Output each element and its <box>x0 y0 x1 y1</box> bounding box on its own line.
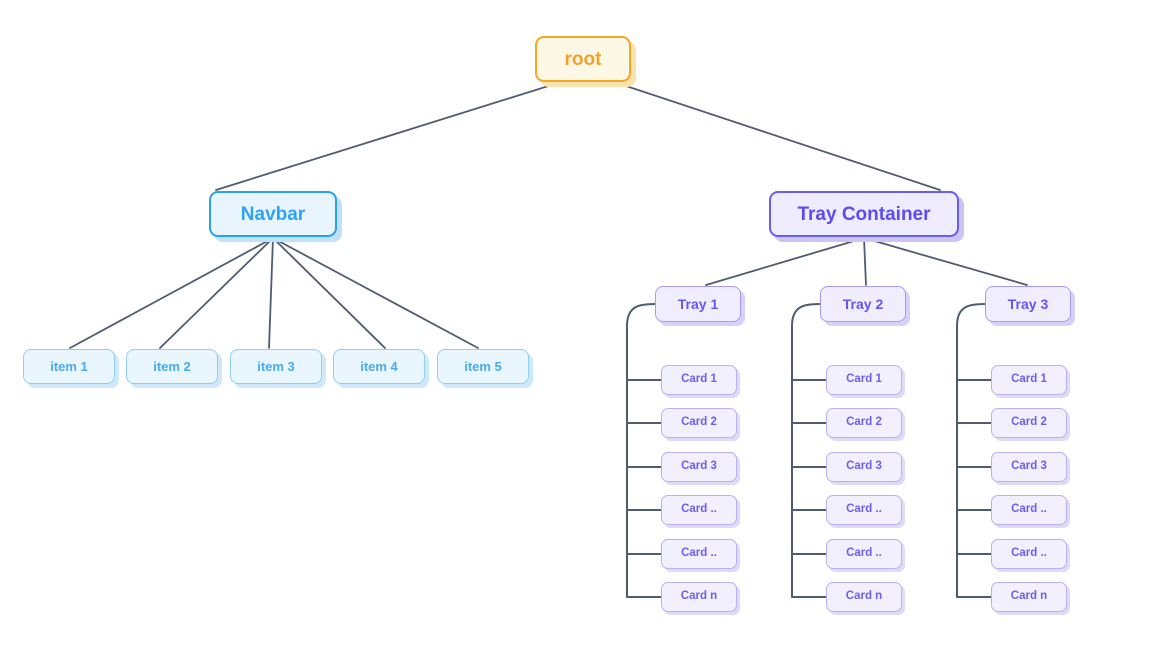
node-tray-2-card-3[interactable]: Card 3 <box>826 452 902 482</box>
edge-navbar-item-4 <box>272 237 386 349</box>
node-tray-2-card-1[interactable]: Card 1 <box>826 365 902 395</box>
node-tray-1-card-4[interactable]: Card .. <box>661 495 737 525</box>
node-tray-1-card-3-label: Card 3 <box>681 460 717 473</box>
node-nav-item-1-label: item 1 <box>50 359 88 374</box>
node-tray-3-card-1[interactable]: Card 1 <box>991 365 1067 395</box>
node-tray-1-card-5-label: Card .. <box>681 547 717 560</box>
node-tray-2-card-2[interactable]: Card 2 <box>826 408 902 438</box>
node-root-label: root <box>564 48 602 70</box>
node-nav-item-4[interactable]: item 4 <box>333 349 425 384</box>
node-tray-3-card-5[interactable]: Card .. <box>991 539 1067 569</box>
node-tray-2-card-5[interactable]: Card .. <box>826 539 902 569</box>
node-tray-3-card-1-label: Card 1 <box>1011 373 1047 386</box>
edge-root-child-2 <box>616 82 941 191</box>
node-tray-1-label: Tray 1 <box>677 296 719 312</box>
node-tray-1-card-2[interactable]: Card 2 <box>661 408 737 438</box>
edge-navbar-item-5 <box>272 237 479 349</box>
node-tray-1-card-6[interactable]: Card n <box>661 582 737 612</box>
node-tray-2-card-4[interactable]: Card .. <box>826 495 902 525</box>
node-nav-item-1[interactable]: item 1 <box>23 349 115 384</box>
edge-traycontainer-tray-2 <box>863 237 867 286</box>
node-tray-3-card-3[interactable]: Card 3 <box>991 452 1067 482</box>
trunk-tray-1 <box>626 303 656 597</box>
node-tray-2-card-4-label: Card .. <box>846 503 882 516</box>
node-tray-container-label: Tray Container <box>797 203 931 225</box>
node-tray-1[interactable]: Tray 1 <box>655 286 741 322</box>
node-tray-3-card-6[interactable]: Card n <box>991 582 1067 612</box>
node-tray-3-card-2-label: Card 2 <box>1011 416 1047 429</box>
node-tray-2-card-3-label: Card 3 <box>846 460 882 473</box>
node-tray-1-card-3[interactable]: Card 3 <box>661 452 737 482</box>
edge-traycontainer-tray-1 <box>705 237 865 286</box>
edge-navbar-item-1 <box>69 237 274 349</box>
node-tray-3-card-6-label: Card n <box>1010 590 1048 603</box>
node-tray-3[interactable]: Tray 3 <box>985 286 1071 322</box>
node-tray-3-card-4-label: Card .. <box>1011 503 1047 516</box>
node-tray-container[interactable]: Tray Container <box>769 191 959 237</box>
node-tray-3-card-3-label: Card 3 <box>1011 460 1047 473</box>
edge-navbar-item-2 <box>159 237 274 349</box>
node-tray-1-card-1-label: Card 1 <box>681 373 717 386</box>
edge-root-child-1 <box>215 82 559 191</box>
node-tray-2-label: Tray 2 <box>842 296 884 312</box>
node-tray-3-card-5-label: Card .. <box>1011 547 1047 560</box>
node-tray-1-card-5[interactable]: Card .. <box>661 539 737 569</box>
node-navbar[interactable]: Navbar <box>209 191 337 237</box>
node-nav-item-5[interactable]: item 5 <box>437 349 529 384</box>
node-tray-2-card-1-label: Card 1 <box>846 373 882 386</box>
node-tray-3-card-2[interactable]: Card 2 <box>991 408 1067 438</box>
node-tray-1-card-1[interactable]: Card 1 <box>661 365 737 395</box>
node-tray-2[interactable]: Tray 2 <box>820 286 906 322</box>
node-tray-2-card-5-label: Card .. <box>846 547 882 560</box>
node-tray-1-card-6-label: Card n <box>680 590 718 603</box>
node-tray-2-card-6-label: Card n <box>845 590 883 603</box>
node-nav-item-3-label: item 3 <box>257 359 295 374</box>
node-nav-item-2[interactable]: item 2 <box>126 349 218 384</box>
node-tray-1-card-2-label: Card 2 <box>681 416 717 429</box>
node-navbar-label: Navbar <box>240 203 306 225</box>
trunk-tray-2 <box>791 303 821 597</box>
edge-navbar-item-3 <box>268 237 274 349</box>
trunk-tray-3 <box>956 303 986 597</box>
node-tray-3-label: Tray 3 <box>1007 296 1049 312</box>
edge-traycontainer-tray-3 <box>863 237 1028 286</box>
node-tray-2-card-6[interactable]: Card n <box>826 582 902 612</box>
node-tray-2-card-2-label: Card 2 <box>846 416 882 429</box>
node-nav-item-4-label: item 4 <box>360 359 398 374</box>
node-nav-item-5-label: item 5 <box>464 359 502 374</box>
node-nav-item-2-label: item 2 <box>153 359 191 374</box>
node-nav-item-3[interactable]: item 3 <box>230 349 322 384</box>
node-tray-3-card-4[interactable]: Card .. <box>991 495 1067 525</box>
node-tray-1-card-4-label: Card .. <box>681 503 717 516</box>
node-root[interactable]: root <box>535 36 631 82</box>
